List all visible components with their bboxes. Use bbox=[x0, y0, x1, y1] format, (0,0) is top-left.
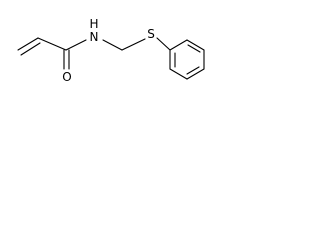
phenyl-ring-bond-1 bbox=[169, 39, 188, 51]
methylene-to-sulfur-bond bbox=[121, 38, 146, 51]
phenyl-inner-double-bond-2 bbox=[186, 66, 200, 75]
sulfur-atom-label: S bbox=[147, 27, 155, 41]
vinyl-double-bond-line-1 bbox=[17, 37, 39, 51]
nitrogen-hydrogen-label: H bbox=[89, 17, 98, 31]
vinyl-to-carbonyl-bond bbox=[37, 37, 67, 51]
nitrogen-atom-label: N bbox=[90, 30, 99, 44]
sulfur-to-phenyl-bond bbox=[156, 37, 171, 51]
phenyl-inner-double-bond-1 bbox=[187, 44, 201, 53]
chemical-structure-diagram: N H O S bbox=[17, 17, 205, 84]
phenyl-ring-bond-5 bbox=[169, 68, 188, 80]
vinyl-double-bond-line-2 bbox=[20, 42, 41, 56]
phenyl-ring-bond-4 bbox=[186, 68, 205, 80]
oxygen-atom-label: O bbox=[62, 70, 71, 84]
nitrogen-to-methylene-bond bbox=[102, 39, 123, 51]
phenyl-ring-bond-2 bbox=[186, 39, 205, 51]
carbonyl-to-nitrogen-bond bbox=[65, 39, 87, 51]
